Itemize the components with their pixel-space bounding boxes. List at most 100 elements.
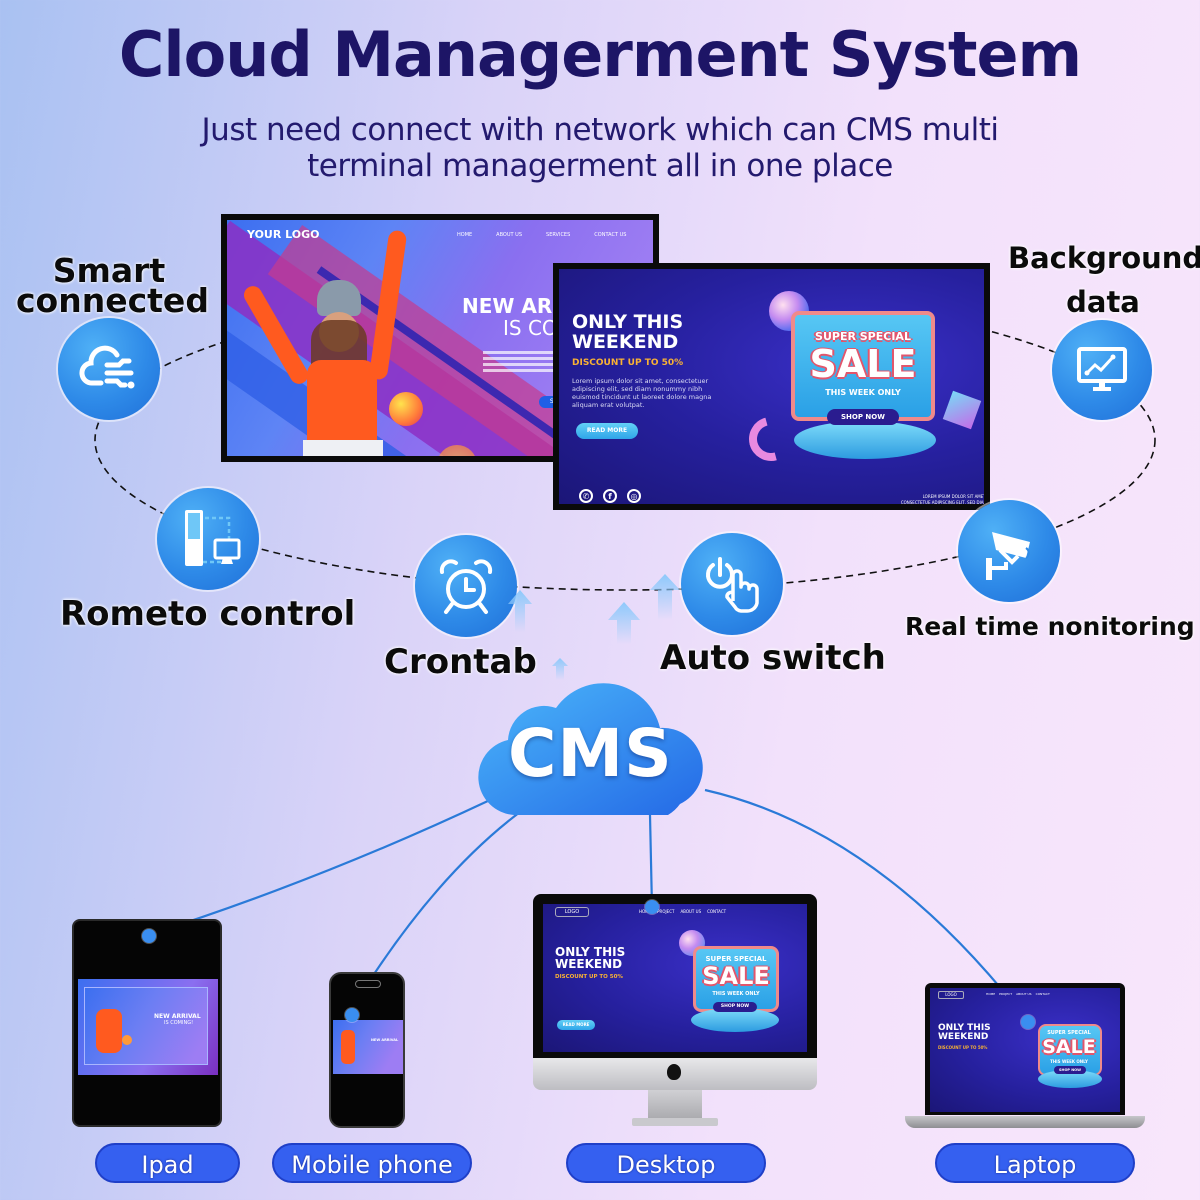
landing-nav: HOME ABOUT US SERVICES CONTACT US [457, 232, 626, 238]
smart-connected-line-2: connected [16, 281, 209, 320]
promo-shop-now-button: SHOP NOW [827, 409, 899, 425]
feature-remote-control[interactable] [157, 488, 259, 590]
desktop-screen-nav: HOME PROJECT ABOUT US CONTACT [639, 909, 726, 914]
device-label-laptop[interactable]: Laptop [935, 1143, 1135, 1183]
page-subtitle: Just need connect with network which can… [0, 112, 1200, 184]
feature-label-smart-connected: Smart connected [16, 251, 209, 320]
background-data-line-1: Background [1008, 241, 1200, 275]
desktop-screen-headline-1: ONLY THIS [555, 945, 626, 959]
laptop-screen-discount: DISCOUNT UP TO 50% [938, 1045, 988, 1050]
promo-body-text: Lorem ipsum dolor sit amet, consectetuer… [572, 377, 712, 409]
apple-logo-icon [667, 1064, 681, 1080]
phone-screen-content: NEW ARRIVAL [333, 1020, 403, 1074]
desktop-screen-read-more: READ MORE [557, 1020, 595, 1030]
facebook-icon: f [603, 489, 617, 503]
desktop-screen-logo: LOGO [555, 907, 589, 917]
kiosk-remote-icon [185, 510, 241, 566]
sale-top-text: SUPER SPECIAL [815, 330, 911, 343]
device-label-desktop[interactable]: Desktop [566, 1143, 766, 1183]
cms-cloud [478, 683, 703, 815]
monitor-chart-icon [1077, 347, 1127, 391]
smart-connected-line-1: Smart [52, 251, 166, 290]
subtitle-line-2: terminal managerment all in one place [307, 148, 893, 184]
landing-headline-2: IS CO [503, 316, 558, 340]
landing-nav-contact: CONTACT US [594, 232, 627, 238]
desktop-sale-sub: THIS WEEK ONLY [712, 991, 760, 997]
cms-to-laptop-line [704, 788, 1029, 1023]
laptop-screen-headline-1: ONLY THIS [938, 1023, 991, 1033]
subtitle-line-1: Just need connect with network which can… [201, 112, 999, 148]
desktop-nav-about: ABOUT US [680, 909, 702, 914]
feature-label-real-time-monitoring: Real time nonitoring [905, 612, 1195, 641]
promo-screen: ONLY THIS WEEKEND DISCOUNT UP TO 50% Lor… [553, 263, 990, 510]
promo-footer-text: LOREM IPSUM DOLOR SIT AMET, CONSECTETUE … [900, 494, 984, 504]
laptop-screen-logo: LOGO [938, 991, 964, 999]
power-touch-icon [706, 557, 759, 613]
upload-arrows [508, 574, 680, 680]
ipad-screen-headline-2: IS COMING! [164, 1020, 194, 1026]
cctv-camera-icon [986, 532, 1030, 580]
desktop-screen-headline-2: WEEKEND [555, 957, 623, 971]
phone-connection-dot [345, 1008, 359, 1022]
sale-sub-text: THIS WEEK ONLY [825, 388, 901, 397]
ipad-connection-dot [142, 929, 156, 943]
laptop-base [905, 1116, 1145, 1128]
sale-main-text: SALE [809, 342, 917, 386]
feature-label-crontab: Crontab [384, 642, 537, 682]
model-photo [240, 229, 417, 456]
arrow-up-icon [552, 658, 568, 680]
laptop-shop-now: SHOP NOW [1054, 1066, 1086, 1074]
ipad-screen-content: NEW ARRIVAL IS COMING! [78, 979, 218, 1075]
feature-background-data[interactable] [1052, 320, 1152, 420]
arrow-up-icon [508, 590, 532, 632]
page-title: Cloud Managerment System [118, 18, 1082, 91]
cms-label: CMS [508, 715, 673, 792]
laptop-nav-contact: CONTACT [1035, 992, 1050, 996]
feature-smart-connected[interactable] [58, 318, 160, 420]
arrow-up-icon [650, 574, 680, 620]
device-laptop: LOGO HOME PROJECT ABOUT US CONTACT ONLY … [925, 983, 1125, 1117]
desktop-base [632, 1118, 718, 1126]
landing-nav-home: HOME [457, 232, 473, 238]
desktop-sale-main: SALE [702, 962, 770, 990]
desktop-screen-discount: DISCOUNT UP TO 50% [555, 974, 623, 980]
device-desktop: LOGO HOME PROJECT ABOUT US CONTACT ONLY … [533, 894, 817, 1090]
desktop-stand [648, 1090, 702, 1120]
desktop-nav-home: HOME [639, 909, 652, 914]
background-data-line-2: data [1066, 285, 1140, 319]
cms-to-desktop-line [648, 814, 654, 909]
laptop-nav-about: ABOUT US [1016, 992, 1032, 996]
promo-read-more-button: READ MORE [576, 423, 638, 439]
feature-label-background-data: Background data [1008, 236, 1200, 324]
landing-headline-1: NEW AR [462, 294, 553, 318]
landing-nav-services: SERVICES [546, 232, 571, 238]
laptop-sale-top: SUPER SPECIAL [1047, 1030, 1091, 1036]
device-label-mobile-phone[interactable]: Mobile phone [272, 1143, 472, 1183]
desktop-screen-content: LOGO HOME PROJECT ABOUT US CONTACT ONLY … [543, 904, 807, 1052]
whatsapp-icon: ✆ [579, 489, 593, 503]
alarm-clock-icon [439, 559, 493, 614]
feature-auto-switch[interactable] [681, 533, 783, 635]
laptop-nav-project: PROJECT [999, 992, 1013, 996]
phone-screen-headline-1: NEW ARRIVAL [371, 1038, 399, 1042]
device-ipad: NEW ARRIVAL IS COMING! [72, 919, 222, 1127]
promo-headline-2: WEEKEND [572, 331, 679, 353]
device-mobile-phone: NEW ARRIVAL [329, 972, 405, 1128]
desktop-sale-top: SUPER SPECIAL [705, 955, 767, 963]
arrow-up-icon [608, 602, 640, 644]
cloud-network-icon [79, 345, 135, 389]
instagram-icon: ◎ [627, 489, 641, 503]
desktop-nav-contact: CONTACT [707, 909, 727, 914]
laptop-nav-home: HOME [986, 992, 996, 996]
laptop-sale-main: SALE [1042, 1036, 1096, 1058]
social-icons: ✆ f ◎ [579, 489, 641, 503]
device-label-ipad[interactable]: Ipad [95, 1143, 240, 1183]
desktop-nav-project: PROJECT [657, 909, 675, 914]
promo-headline-1: ONLY THIS [572, 311, 684, 333]
cube-shape [942, 390, 982, 430]
feature-label-remote-control: Rometo control [60, 594, 356, 634]
feature-real-time-monitoring[interactable] [958, 500, 1060, 602]
feature-crontab[interactable] [415, 535, 517, 637]
feature-label-auto-switch: Auto switch [660, 638, 886, 678]
laptop-screen-nav: HOME PROJECT ABOUT US CONTACT [986, 992, 1050, 996]
